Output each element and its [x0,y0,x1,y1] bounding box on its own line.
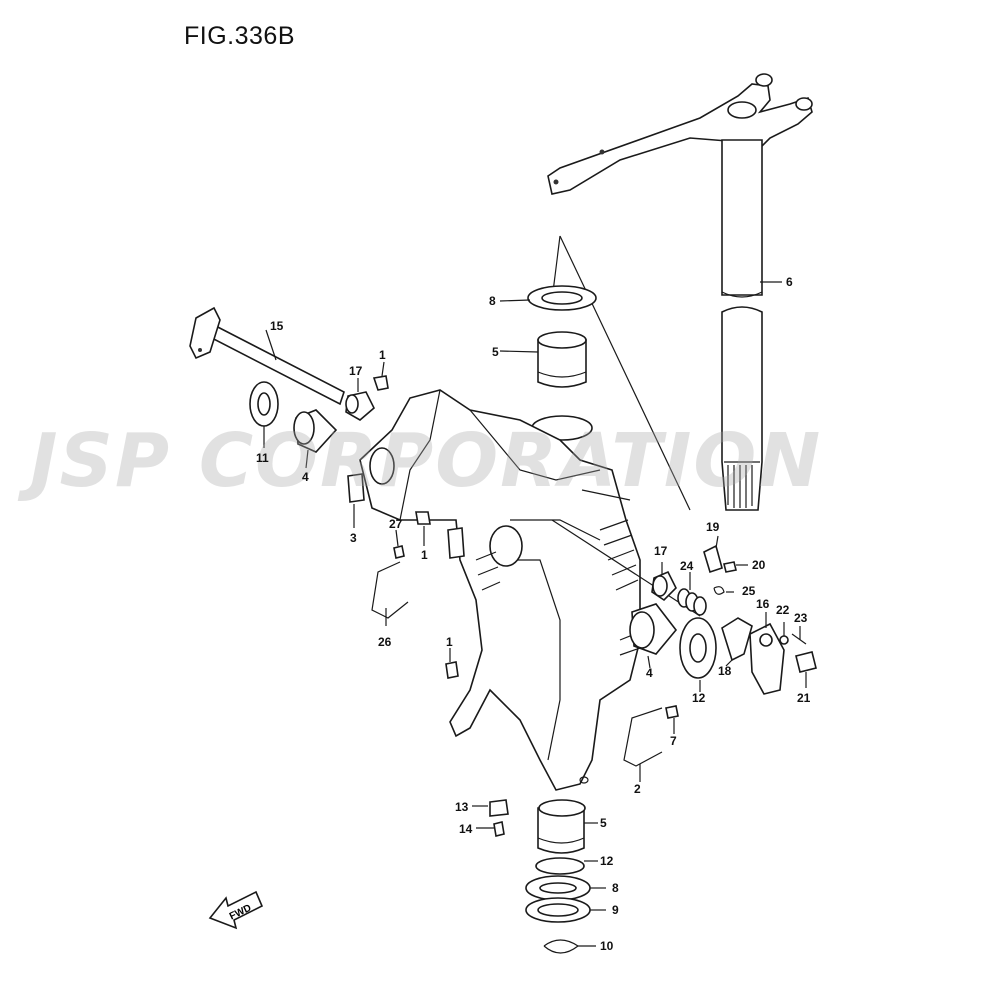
callout-22: 22 [776,603,790,617]
screw-7 [665,705,679,719]
nut-21 [795,651,817,673]
grease-nipple-mid [415,511,431,525]
watermark: JSP CORPORATION [30,418,823,504]
callout-1-mid: 1 [421,548,428,562]
callout-21: 21 [797,691,811,705]
pin-line [551,519,701,617]
callout-11-left: 11 [256,451,269,465]
callout-17-left: 17 [349,364,363,378]
cap-13 [489,799,509,817]
callout-26: 26 [378,635,392,649]
callout-13: 13 [455,800,469,814]
lever-18 [721,617,753,662]
bolt-20 [723,561,737,573]
callout-1-lower: 1 [446,635,453,649]
circlip-10 [543,939,580,954]
callout-8-lower: 8 [612,881,619,895]
callout-1-top: 1 [379,348,386,362]
callout-25: 25 [742,584,756,598]
callout-4-left: 4 [302,470,309,484]
callout-9: 9 [612,903,619,917]
grease-nipple-top [372,375,389,391]
figure-title: FIG.336B [184,22,295,50]
washer-8-lower [525,875,591,901]
washer-9 [525,897,591,923]
callout-19: 19 [706,520,720,534]
callout-2: 2 [634,782,641,796]
upper-bushing [537,331,587,388]
callout-5-upper: 5 [492,345,499,359]
plate-19 [703,544,723,574]
callout-23: 23 [794,611,808,625]
upper-washer [527,285,597,311]
swivel-bracket [359,389,641,791]
screw-14 [493,821,505,837]
grease-nipple-lower [445,661,459,679]
lead-wire-left [371,561,409,619]
bushing-17-right [651,570,677,602]
callout-7: 7 [670,734,677,748]
seal-12 [535,857,585,875]
bracket-clip [447,527,465,559]
spring-24 [677,588,707,616]
thrust-washer-right [679,617,717,679]
bushing-4-right [629,603,678,655]
clip-3 [347,473,365,503]
screw-27 [393,545,405,559]
callout-27: 27 [389,517,403,531]
assembly-line [559,235,691,511]
callout-20: 20 [752,558,766,572]
fwd-arrow-icon: FWD [208,890,264,930]
callout-15: 15 [270,319,284,333]
lower-bushing [537,799,586,854]
bushing-left [345,391,375,421]
callout-5-lower: 5 [600,816,607,830]
callout-11-right: 12 [692,691,706,705]
spring-25 [713,586,725,595]
thrust-washer-left [249,381,279,427]
callout-18: 18 [718,664,732,678]
pin-23 [791,633,807,645]
callout-3: 3 [350,531,357,545]
callout-6: 6 [786,275,793,289]
lead-wire-right [623,707,663,767]
callout-17-right: 17 [654,544,668,558]
callout-8-upper: 8 [489,294,496,308]
callout-24: 24 [680,559,694,573]
leader-lines [263,281,807,947]
tilt-tube [189,306,345,406]
bushing-4-left [293,409,338,453]
washer-22 [779,635,789,645]
callout-14: 14 [459,822,473,836]
steering-shaft [721,139,763,511]
callout-16: 16 [756,597,770,611]
callout-12: 12 [600,854,614,868]
steering-arm [547,73,813,195]
callout-4-right: 4 [646,666,653,680]
callout-10: 10 [600,939,614,953]
bracket-16 [749,622,785,695]
